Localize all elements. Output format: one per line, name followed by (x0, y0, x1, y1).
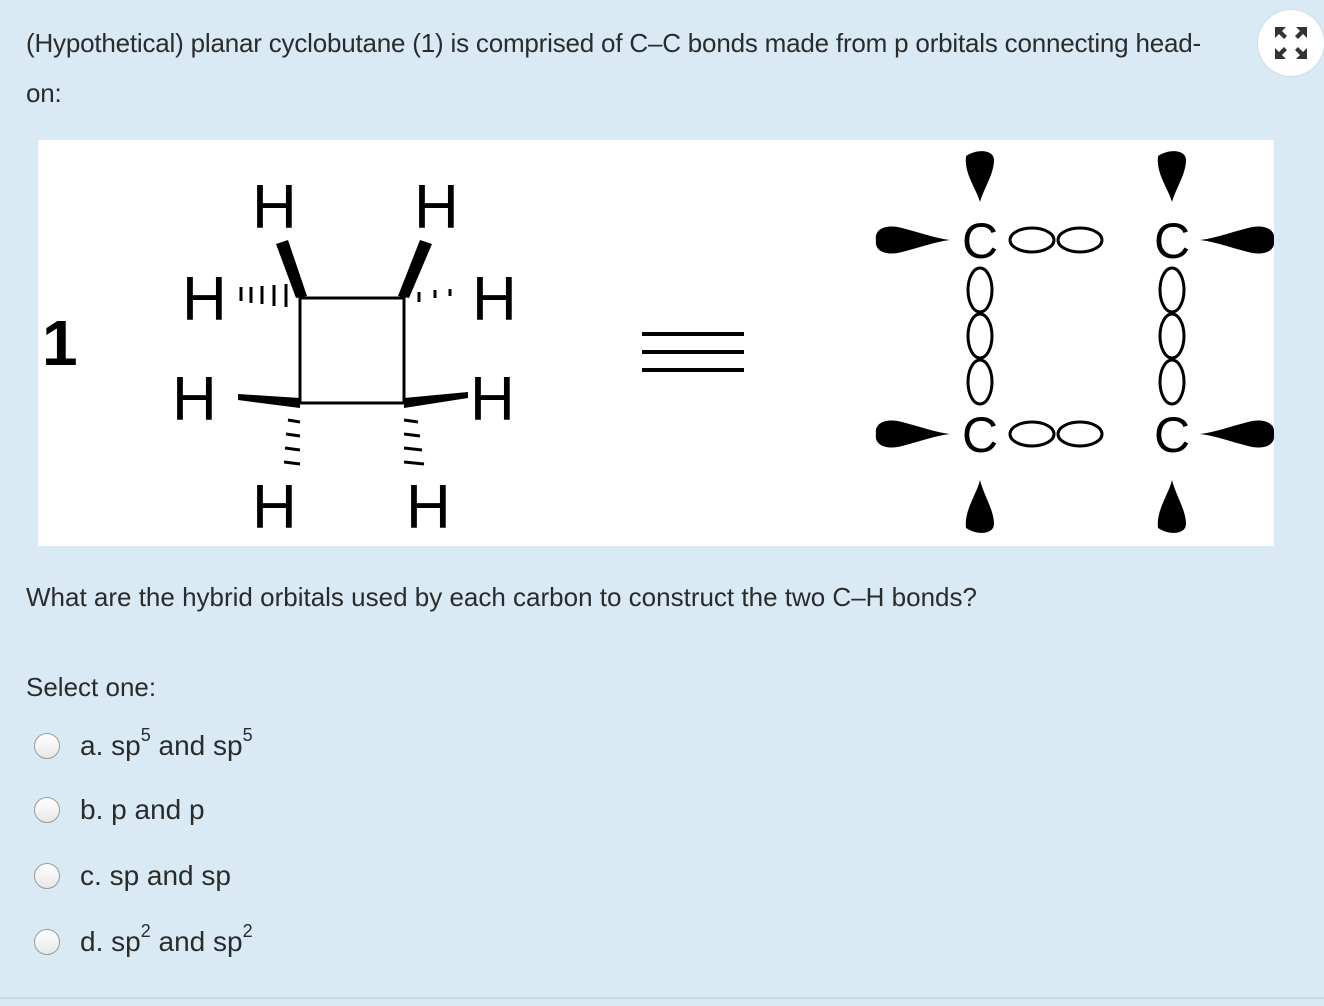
hashed-bond-bottom-left (283, 418, 301, 466)
atom-c-top-left: C (962, 213, 998, 269)
cyclobutane-structure: 1 (42, 151, 1274, 542)
option-d-radio[interactable] (34, 929, 60, 955)
lobe-bottom-right (1157, 480, 1186, 533)
lobe-left-top (875, 226, 950, 254)
hashed-bond-bottom-right (403, 418, 425, 466)
wedge-bond-top-right (398, 240, 432, 298)
atom-h-lower-right: H (470, 365, 515, 434)
atom-h-bottom-right: H (406, 473, 451, 542)
fullscreen-button[interactable] (1258, 10, 1324, 76)
lobe-right-top (1200, 226, 1274, 254)
option-c-radio[interactable] (34, 863, 60, 889)
cyclobutane-ring (298, 296, 406, 405)
orbital-diagram: C C C C (875, 151, 1274, 533)
atom-c-bottom-right: C (1154, 407, 1190, 463)
option-b-label: b. p and p (80, 794, 205, 825)
equivalence-symbol (642, 332, 744, 372)
atom-h-bottom-left: H (252, 473, 297, 542)
question-text: (Hypothetical) planar cyclobutane (1) is… (26, 28, 1201, 108)
option-a[interactable]: a. sp5 and sp5 (34, 721, 253, 771)
cyclobutane-figure: 1 (38, 140, 1274, 546)
atom-h-mid-right: H (472, 265, 517, 334)
question-prompt: What are the hybrid orbitals used by eac… (26, 582, 977, 612)
lobe-bottom-left (965, 480, 994, 533)
expand-arrows-icon (1275, 27, 1307, 59)
lobe-right-bottom (1200, 420, 1274, 448)
option-b-radio[interactable] (34, 797, 60, 823)
option-b[interactable]: b. p and p (34, 785, 205, 835)
atom-c-top-right: C (1154, 213, 1190, 269)
atom-c-bottom-left: C (962, 407, 998, 463)
wedge-bond-top-left (276, 240, 307, 298)
option-c[interactable]: c. sp and sp (34, 851, 231, 901)
atom-h-mid-left: H (182, 265, 227, 334)
lobe-left-bottom (875, 420, 950, 448)
atom-h-top-left: H (252, 173, 297, 242)
atom-h-top-right: H (414, 173, 459, 242)
option-a-label: a. sp5 and sp5 (80, 724, 253, 761)
hashed-bond-left (239, 284, 288, 307)
compound-number: 1 (42, 307, 78, 379)
lobe-top-left (965, 151, 994, 202)
option-c-label: c. sp and sp (80, 860, 231, 891)
hashed-bond-right (417, 289, 452, 302)
select-one-label: Select one: (26, 672, 157, 702)
option-d-label: d. sp2 and sp2 (80, 920, 253, 957)
atom-h-lower-left: H (172, 365, 217, 434)
wedge-bond-bottom-left (238, 394, 300, 408)
option-d[interactable]: d. sp2 and sp2 (34, 917, 253, 967)
wedge-bond-bottom-right (404, 392, 468, 408)
bottom-divider (0, 997, 1324, 999)
option-a-radio[interactable] (34, 733, 60, 759)
lobe-top-right (1157, 151, 1186, 202)
